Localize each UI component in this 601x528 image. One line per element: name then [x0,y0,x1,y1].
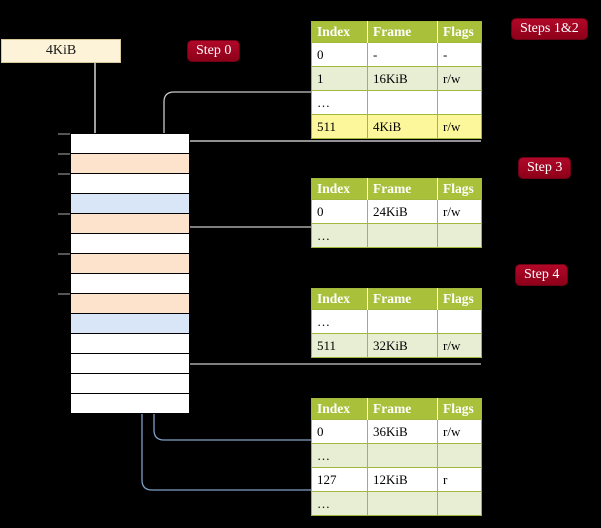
memory-row [71,174,189,194]
memory-tick [58,173,71,175]
memory-row [71,214,189,234]
cell-frame: 4KiB [367,114,438,139]
table-row: … [311,309,482,334]
column-header-frame: Frame [367,21,438,43]
cell-frame [367,309,438,334]
column-header-index: Index [311,398,368,420]
cell-frame [367,491,438,516]
memory-row [71,194,189,214]
memory-row [71,134,189,154]
cell-flags: r/w [437,419,482,444]
cell-flags: r/w [437,199,482,224]
column-header-flags: Flags [437,21,482,43]
memory-tick [58,153,71,155]
cell-frame: 32KiB [367,333,438,358]
cell-frame [367,223,438,248]
memory-row [71,294,189,314]
memory-row [71,154,189,174]
memory-row [71,234,189,254]
cell-flags [437,309,482,334]
column-header-flags: Flags [437,288,482,310]
column-header-frame: Frame [367,178,438,200]
cell-index: 511 [311,333,368,358]
memory-row [71,374,189,394]
table-row: … [311,90,482,115]
memory-row [71,394,189,414]
cell-frame: 36KiB [367,419,438,444]
cell-index: … [311,491,368,516]
cell-flags [437,491,482,516]
table-row: 0-- [311,42,482,67]
badge-steps-1-2: Steps 1&2 [512,19,587,39]
column-header-frame: Frame [367,288,438,310]
column-header-index: Index [311,178,368,200]
cell-frame: - [367,42,438,67]
column-header-flags: Flags [437,178,482,200]
memory-row [71,354,189,374]
table-row: … [311,491,482,516]
cell-index: 511 [311,114,368,139]
cell-index: 1 [311,66,368,91]
memory-tick [58,293,71,295]
cell-frame: 24KiB [367,199,438,224]
cell-flags: - [437,42,482,67]
badge-step-3: Step 3 [519,158,571,178]
column-header-index: Index [311,288,368,310]
cell-flags [437,90,482,115]
cell-flags: r/w [437,333,482,358]
physical-memory-strip [70,133,190,414]
memory-row [71,274,189,294]
cell-flags: r/w [437,114,482,139]
badge-step-0: Step 0 [188,41,240,61]
column-header-frame: Frame [367,398,438,420]
cell-frame: 12KiB [367,467,438,492]
cell-frame [367,443,438,468]
badge-step-4: Step 4 [516,265,568,285]
memory-row [71,254,189,274]
memory-row [71,334,189,354]
cell-index: 0 [311,42,368,67]
cell-index: … [311,90,368,115]
cell-flags [437,443,482,468]
memory-tick [58,213,71,215]
cell-index: 127 [311,467,368,492]
cell-index: … [311,443,368,468]
column-header-flags: Flags [437,398,482,420]
cell-index: 0 [311,199,368,224]
memory-tick [58,253,71,255]
memory-tick [58,133,71,135]
table-row: … [311,223,482,248]
memory-row [71,314,189,334]
frame-box-4kib: 4KiB [1,39,121,63]
cell-index: 0 [311,419,368,444]
cell-index: … [311,309,368,334]
cell-frame: 16KiB [367,66,438,91]
cell-frame [367,90,438,115]
column-header-index: Index [311,21,368,43]
cell-index: … [311,223,368,248]
cell-flags: r/w [437,66,482,91]
cell-flags [437,223,482,248]
cell-flags: r [437,467,482,492]
table-row: … [311,443,482,468]
